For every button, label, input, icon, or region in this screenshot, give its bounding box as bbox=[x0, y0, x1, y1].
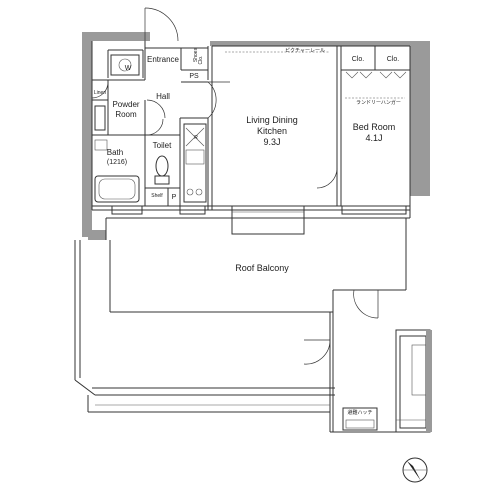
exterior-walls bbox=[82, 32, 430, 240]
doors bbox=[91, 7, 338, 189]
label-shelf: Shelf bbox=[151, 193, 163, 199]
label-powder-room-1: Powder bbox=[112, 100, 139, 109]
kitchen-counter bbox=[183, 123, 207, 203]
label-closet-2: Clo. bbox=[387, 56, 400, 63]
label-hall: Hall bbox=[156, 92, 170, 101]
label-ldk-1: Living Dining bbox=[246, 115, 298, 125]
lower-terrace bbox=[74, 240, 430, 433]
label-bedroom: Bed Room bbox=[353, 122, 396, 132]
adjacent-block bbox=[395, 329, 432, 433]
closet-details bbox=[225, 51, 407, 99]
label-roof-balcony: Roof Balcony bbox=[235, 263, 289, 273]
label-closet-1: Clo. bbox=[352, 56, 365, 63]
bath-fixtures bbox=[94, 54, 140, 203]
north-arrow-icon bbox=[402, 457, 428, 483]
label-bath: Bath bbox=[107, 148, 123, 157]
label-shoe-closet-1: Shoes bbox=[193, 47, 199, 62]
label-powder-room-2: Room bbox=[115, 110, 137, 119]
label-ps: PS bbox=[189, 73, 199, 80]
toilet-fixture bbox=[154, 155, 170, 185]
label-bath-size: (1216) bbox=[107, 159, 127, 166]
label-laundry-hanger: ランドリーハンガー bbox=[356, 99, 401, 106]
label-shoe-closet-2: Clo. bbox=[198, 56, 204, 65]
label-p: P bbox=[172, 194, 177, 201]
label-r: R bbox=[194, 135, 198, 141]
roof-balcony bbox=[105, 196, 411, 319]
label-entrance: Entrance bbox=[147, 55, 180, 64]
windows bbox=[111, 205, 407, 235]
label-toilet: Toilet bbox=[153, 141, 172, 150]
label-bedroom-size: 4.1J bbox=[365, 133, 382, 143]
label-picture-rail: ピクチャーレール bbox=[285, 48, 325, 54]
label-linen: Linen bbox=[94, 90, 106, 96]
label-ldk-2: Kitchen bbox=[257, 126, 287, 136]
label-escape-hatch: 避難ハッチ bbox=[347, 409, 372, 416]
escape-hatch bbox=[342, 407, 378, 431]
label-ldk-size: 9.3J bbox=[263, 137, 280, 147]
label-w: W bbox=[125, 65, 132, 72]
